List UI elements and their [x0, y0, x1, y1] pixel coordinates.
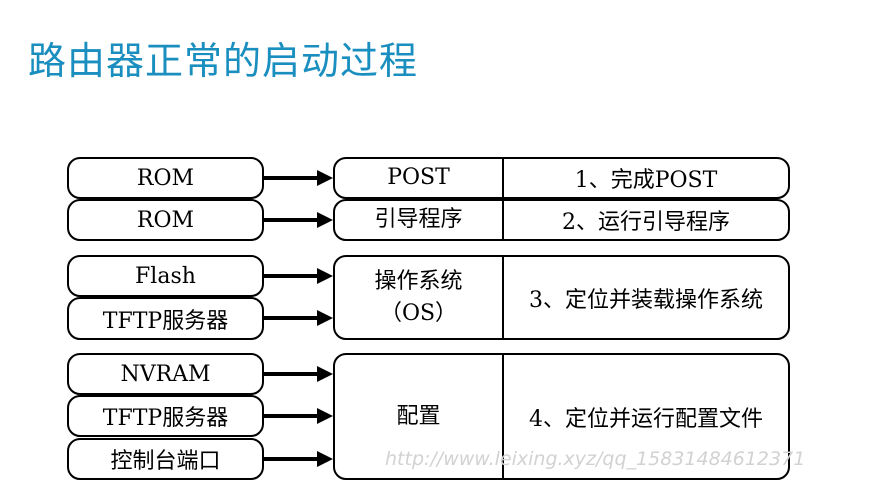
stage-name: 操作系统 （OS）	[335, 257, 502, 338]
source-box-rom-1: ROM	[67, 157, 264, 199]
stage-name-subtext: （OS）	[379, 300, 458, 326]
arrow-tftp-2-to-config	[264, 408, 333, 424]
source-box-rom-2: ROM	[67, 199, 264, 241]
stage-operating-system: 操作系统 （OS） 3、定位并装载操作系统	[333, 255, 790, 340]
stage-configuration: 配置 4、定位并运行配置文件	[333, 353, 790, 480]
stage-name-text: POST	[387, 165, 450, 190]
stage-divider	[502, 257, 504, 338]
source-box-tftp-2: TFTP服务器	[67, 395, 264, 437]
stage-post: POST 1、完成POST	[333, 157, 790, 199]
source-box-nvram: NVRAM	[67, 353, 264, 395]
arrow-rom-2-to-bootstrap	[264, 212, 333, 228]
stage-name-text: 引导程序	[374, 207, 463, 232]
arrow-console-to-config	[264, 451, 333, 467]
stage-divider	[502, 355, 504, 478]
source-box-flash: Flash	[67, 255, 264, 297]
source-box-console-port: 控制台端口	[67, 438, 264, 480]
stage-bootstrap: 引导程序 2、运行引导程序	[333, 199, 790, 241]
stage-name: POST	[335, 159, 502, 197]
stage-name: 配置	[335, 355, 502, 478]
stage-name-text: 配置	[396, 403, 441, 429]
arrow-tftp-1-to-os	[264, 310, 333, 326]
arrow-flash-to-os	[264, 268, 333, 284]
watermark: http://www.leixing.xyz/qq_15831484612371	[385, 448, 806, 470]
stage-divider	[502, 159, 504, 197]
page-title: 路由器正常的启动过程	[28, 39, 419, 83]
stage-description: 4、定位并运行配置文件	[529, 406, 763, 432]
stage-description: 3、定位并装载操作系统	[529, 287, 763, 313]
stage-name-text: 操作系统	[374, 268, 463, 294]
stage-name: 引导程序	[335, 201, 502, 239]
arrow-rom-1-to-post	[264, 170, 333, 186]
arrow-nvram-to-config	[264, 366, 333, 382]
source-box-tftp-1: TFTP服务器	[67, 297, 264, 340]
stage-description: 1、完成POST	[574, 168, 718, 193]
stage-description: 2、运行引导程序	[562, 210, 730, 235]
stage-divider	[502, 201, 504, 239]
